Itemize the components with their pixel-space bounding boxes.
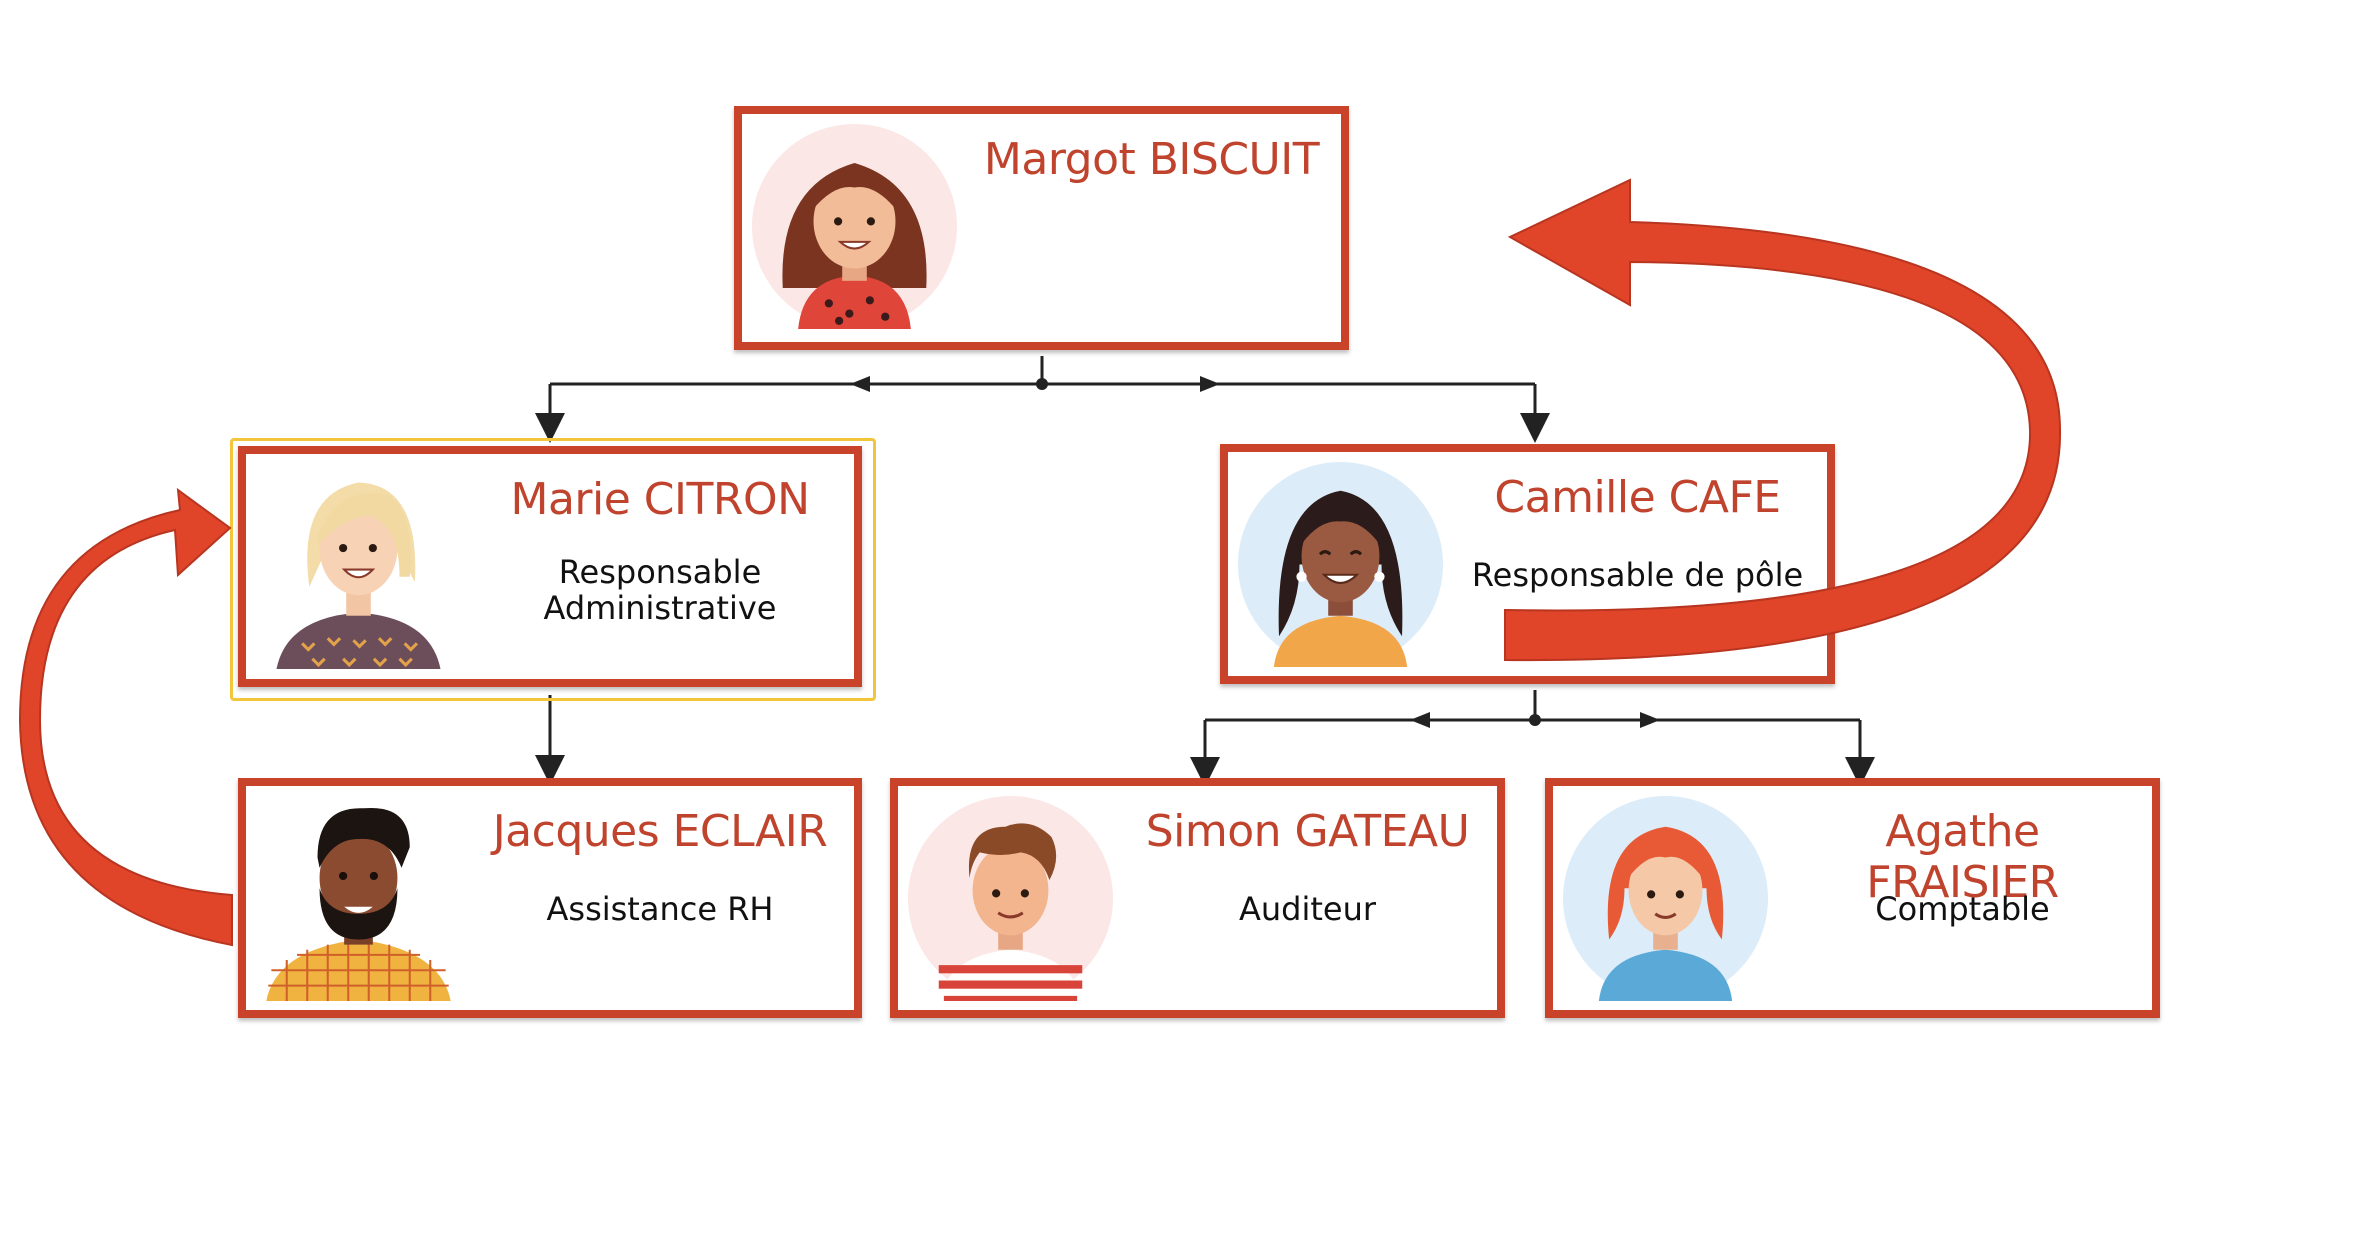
card-agathe[interactable]: Agathe FRAISIER Comptable: [1545, 778, 2160, 1018]
avatar-marie: [256, 464, 461, 669]
role-marie: Responsable Administrative: [476, 554, 844, 626]
avatar-margot: [752, 124, 957, 329]
avatar-simon: [908, 796, 1113, 1001]
avatar-camille: [1238, 462, 1443, 667]
card-margot[interactable]: Margot BISCUIT: [734, 106, 1349, 350]
curved-arrow-right: [1504, 178, 2062, 662]
curved-arrow-left: [18, 487, 233, 947]
name-marie: Marie CITRON: [510, 474, 811, 525]
selection-outline: [230, 438, 876, 701]
avatar-jacques: [256, 796, 461, 1001]
connector-arrowhead: [1200, 376, 1220, 392]
name-camille: Camille CAFE: [1494, 472, 1781, 523]
name-simon: Simon GATEAU: [1145, 806, 1470, 857]
name-agathe: Agathe FRAISIER: [1866, 806, 2059, 908]
card-simon[interactable]: Simon GATEAU Auditeur: [890, 778, 1505, 1018]
role-jacques: Assistance RH: [546, 890, 774, 928]
role-agathe: Comptable: [1875, 890, 2050, 928]
role-marie-line2: Administrative: [543, 589, 777, 627]
card-marie[interactable]: Marie CITRON Responsable Administrative: [238, 446, 862, 687]
connector-arrowhead: [1640, 712, 1660, 728]
connector-arrowhead: [850, 376, 870, 392]
name-jacques: Jacques ECLAIR: [492, 806, 828, 857]
name-margot: Margot BISCUIT: [983, 134, 1320, 185]
avatar-agathe: [1563, 796, 1768, 1001]
card-jacques[interactable]: Jacques ECLAIR Assistance RH: [238, 778, 862, 1018]
role-marie-line1: Responsable: [558, 553, 762, 591]
role-camille: Responsable de pôle: [1471, 556, 1804, 594]
role-simon: Auditeur: [1238, 890, 1377, 928]
connector-arrowhead: [1410, 712, 1430, 728]
